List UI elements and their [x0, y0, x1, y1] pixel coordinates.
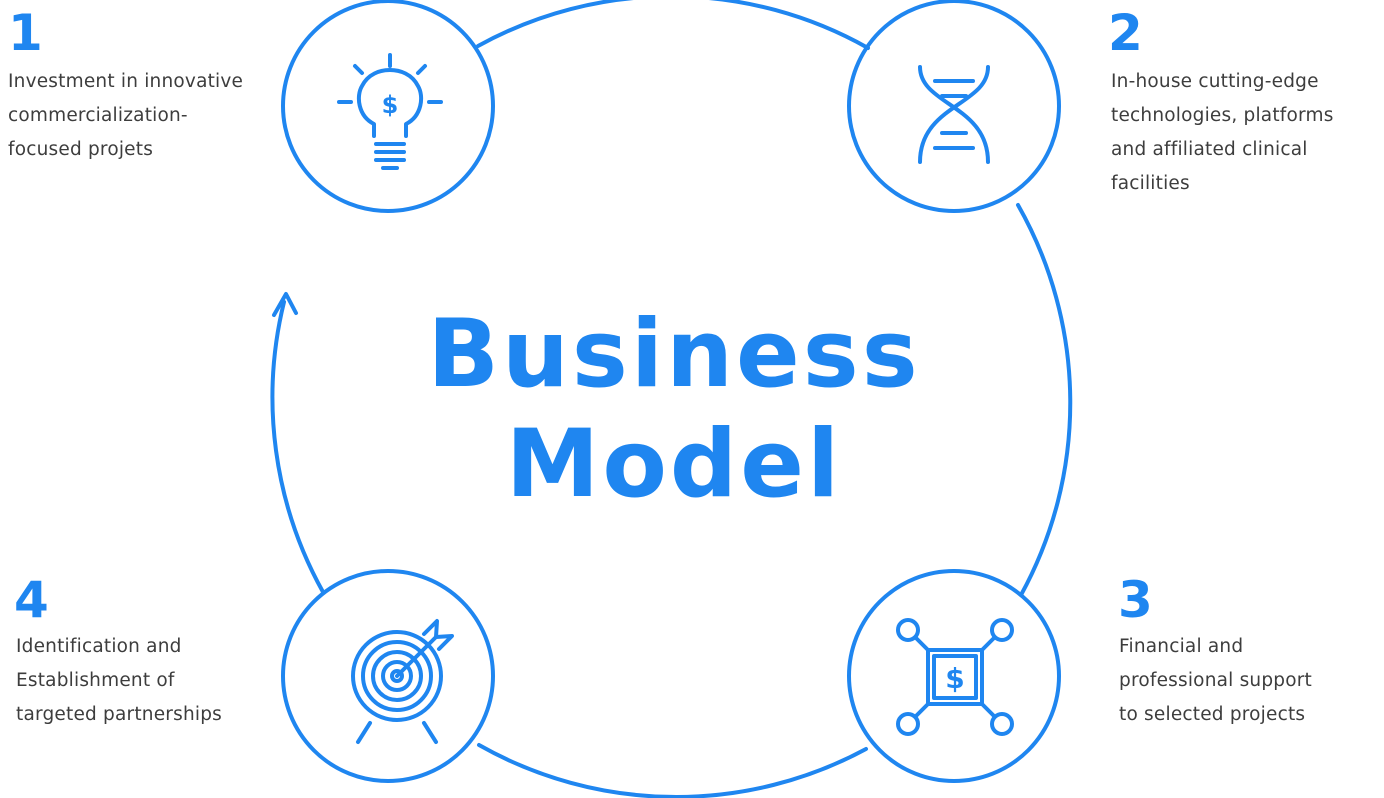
lightbulb-dollar-icon: [337, 53, 443, 170]
title-line: Model: [505, 410, 843, 519]
step-4-line: Identification and: [16, 636, 182, 657]
title-line: Business: [427, 300, 921, 409]
dollar-sign: $: [945, 662, 964, 695]
step-3-description: Financial and professional support to se…: [1119, 630, 1312, 732]
step-1-number: 1: [8, 4, 43, 62]
step-2-circle: [847, 0, 1061, 213]
step-4-number: 4: [14, 571, 49, 629]
step-3-line: professional support: [1119, 670, 1313, 691]
dollar-sign: $: [382, 91, 399, 119]
diagram-title: Business Model: [374, 300, 974, 520]
step-3-line: to selected projects: [1119, 704, 1306, 725]
step-2-number: 2: [1108, 4, 1143, 62]
cycle-arc-2-3: [1016, 203, 1073, 597]
cycle-arc-4-1: [270, 300, 325, 594]
step-1-description: Investment in innovative commercializati…: [8, 65, 243, 167]
step-3-circle: [847, 569, 1061, 783]
step-1-line: commercialization-: [8, 105, 188, 126]
step-1-line: Investment in innovative: [8, 71, 244, 92]
step-2-line: and affiliated clinical: [1111, 139, 1308, 160]
dollar-network-icon: [896, 618, 1014, 736]
target-arrow-icon: [351, 619, 454, 744]
step-2-description: In-house cutting-edge technologies, plat…: [1111, 65, 1334, 201]
step-4-line: targeted partnerships: [16, 704, 222, 725]
step-3-number: 3: [1118, 571, 1153, 629]
step-1-circle: [281, 0, 495, 213]
step-3-line: Financial and: [1119, 636, 1244, 657]
step-4-circle: [281, 569, 495, 783]
step-1-line: focused projets: [8, 139, 154, 160]
step-2-line: technologies, platforms: [1111, 105, 1334, 126]
cycle-arc-3-4: [477, 743, 868, 798]
step-2-line: facilities: [1111, 173, 1190, 194]
cycle-arrowhead: [272, 292, 298, 317]
dna-icon: [918, 65, 990, 164]
step-4-description: Identification and Establishment of targ…: [16, 630, 222, 732]
step-4-line: Establishment of: [16, 670, 175, 691]
cycle-arc-1-2: [476, 0, 870, 50]
step-2-line: In-house cutting-edge: [1111, 71, 1319, 92]
